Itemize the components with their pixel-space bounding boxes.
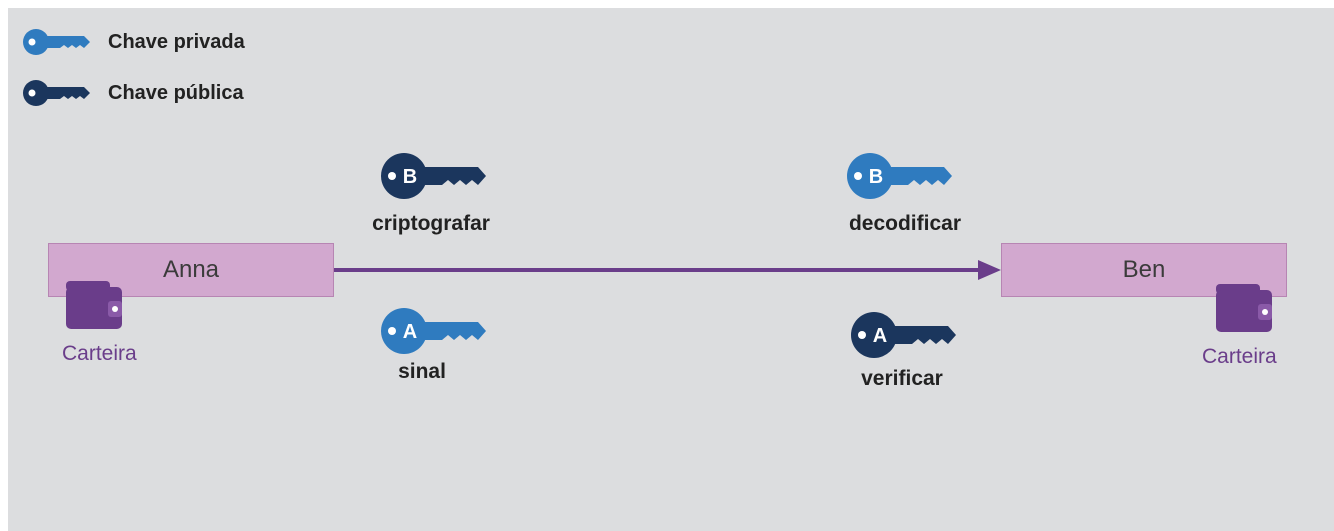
sender-name: Anna xyxy=(162,256,220,283)
legend-private-label: Chave privada xyxy=(108,30,245,53)
verify-key-icon: A xyxy=(850,310,958,360)
decrypt-key-icon: B xyxy=(846,151,954,201)
receiver-wallet-icon xyxy=(1214,282,1274,334)
legend-private-key: Chave privada xyxy=(22,26,245,58)
verify-key-letter: A xyxy=(873,325,887,347)
decrypt-label: decodificar xyxy=(848,212,962,235)
public-key-icon xyxy=(23,80,90,106)
sign-label: sinal xyxy=(398,360,446,383)
private-key-icon xyxy=(23,29,90,55)
encrypt-key-icon: B xyxy=(380,151,488,201)
verify-label: verificar xyxy=(861,367,943,390)
legend-public-key: Chave pública xyxy=(22,77,244,109)
sender-wallet-icon xyxy=(64,279,124,331)
legend-public-label: Chave pública xyxy=(108,81,244,104)
encrypt-key-letter: B xyxy=(403,166,417,188)
receiver-wallet-label: Carteira xyxy=(1202,345,1277,368)
receiver-name: Ben xyxy=(1122,256,1166,283)
sign-key-icon: A xyxy=(380,306,488,356)
sender-wallet-label: Carteira xyxy=(62,342,137,365)
flow-arrow xyxy=(334,260,1001,280)
encrypt-label: criptografar xyxy=(372,212,490,235)
sign-key-letter: A xyxy=(403,321,417,343)
decrypt-key-letter: B xyxy=(869,166,883,188)
